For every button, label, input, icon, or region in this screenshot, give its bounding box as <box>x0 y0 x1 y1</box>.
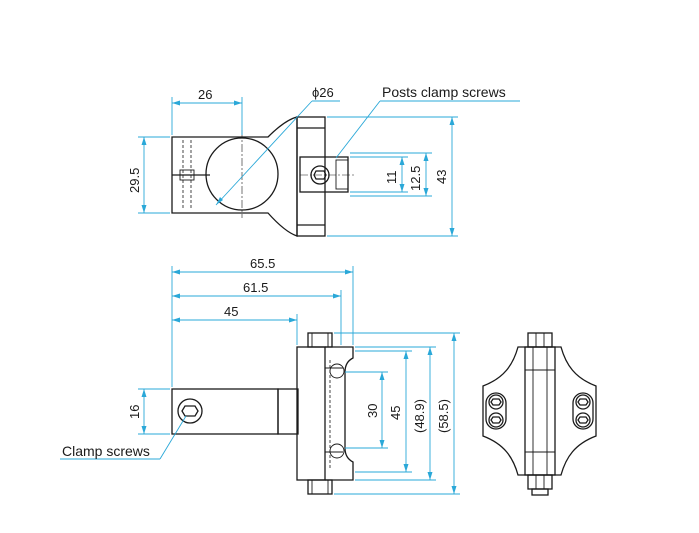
dim-30: 30 <box>365 404 380 418</box>
dim-48-9: (48.9) <box>412 399 427 433</box>
dim-43: 43 <box>434 170 449 184</box>
front-screw-right-bottom <box>575 412 591 428</box>
front-body <box>482 346 597 476</box>
front-post <box>524 346 556 476</box>
label-posts-clamp-screws: Posts clamp screws <box>382 84 506 100</box>
side-post <box>296 346 326 481</box>
side-view: 65.5 61.5 45 16 Clamp screws 30 <box>60 256 460 495</box>
dim-26-top: 26 <box>198 87 212 102</box>
top-view: 26 ϕ26 29.5 Posts clamp screws 11 12.5 <box>127 84 520 237</box>
clamp-screw-head <box>177 398 203 424</box>
side-bar <box>171 388 279 435</box>
front-view <box>482 332 597 496</box>
dim-12-5: 12.5 <box>408 166 423 191</box>
dim-45-horizontal: 45 <box>224 304 238 319</box>
dim-61-5: 61.5 <box>243 280 268 295</box>
dim-16: 16 <box>127 405 142 419</box>
side-profile <box>325 346 354 481</box>
dim-65-5: 65.5 <box>250 256 275 271</box>
dim-11: 11 <box>384 171 399 185</box>
label-clamp-screws: Clamp screws <box>62 443 150 459</box>
front-screw-right-top <box>575 394 591 410</box>
dim-58-5: (58.5) <box>436 399 451 433</box>
front-screw-left-bottom <box>488 412 504 428</box>
dim-diameter: ϕ26 <box>312 85 334 100</box>
dim-29-5: 29.5 <box>127 168 142 193</box>
dim-45-vertical: 45 <box>388 406 403 420</box>
front-screw-left-top <box>488 394 504 410</box>
